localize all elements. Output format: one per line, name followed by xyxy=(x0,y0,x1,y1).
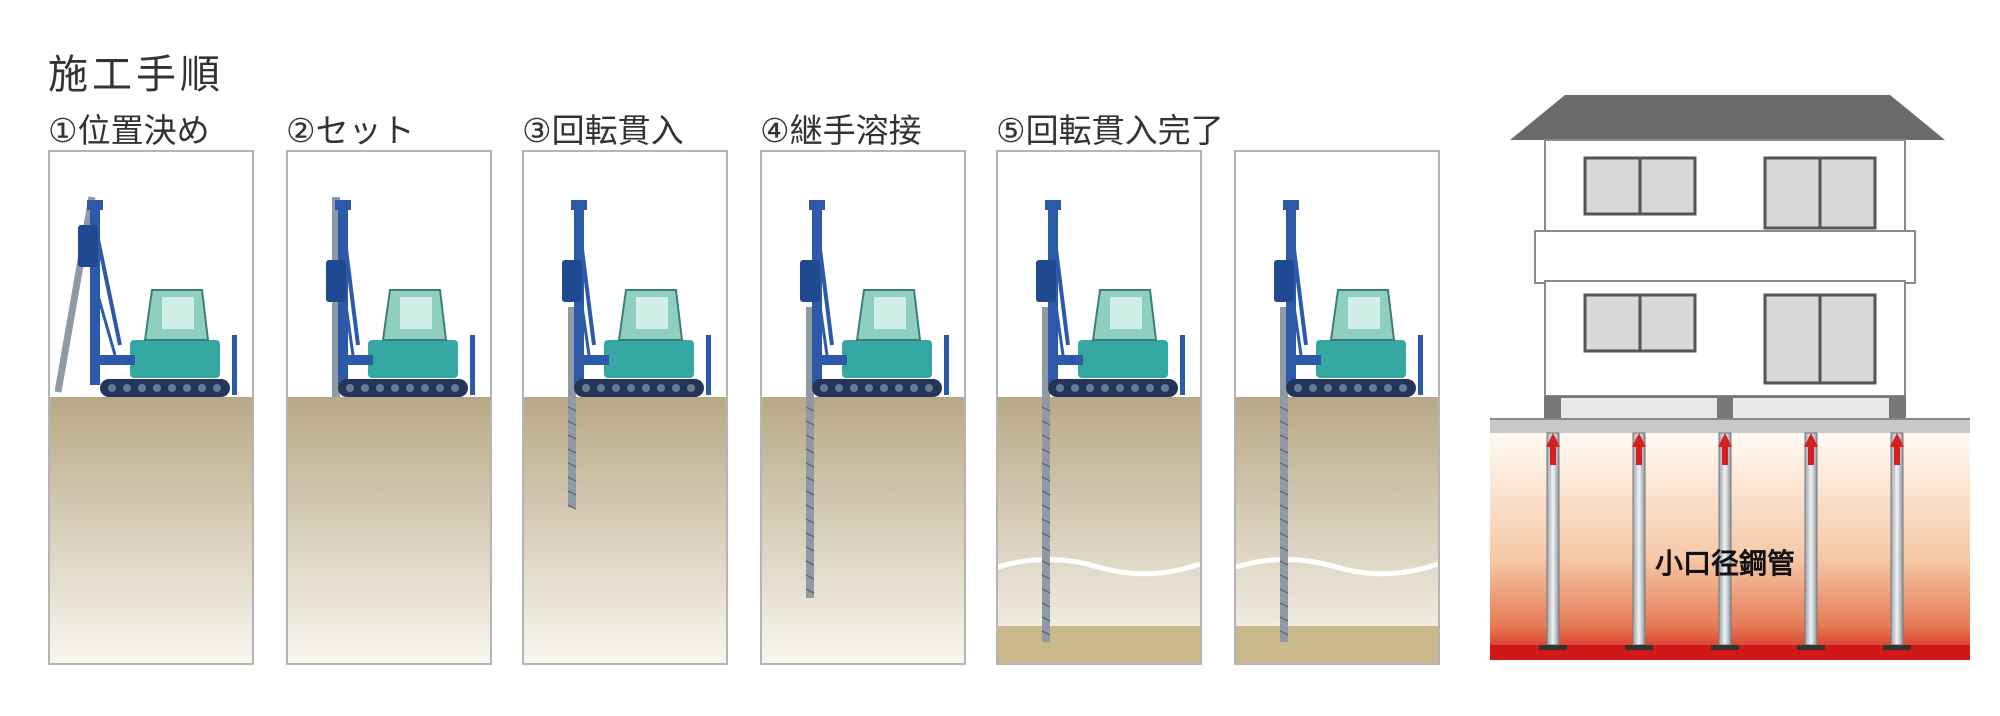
step-label-4: ④継手溶接 xyxy=(760,111,922,150)
bearing-layer-boundary xyxy=(1236,557,1438,577)
window xyxy=(1583,156,1877,385)
steel-pile-2 xyxy=(1625,432,1653,650)
house-foundation-illustration: 小口径鋼管 xyxy=(1490,85,1970,670)
title: 施工手順 xyxy=(48,52,224,98)
house-band xyxy=(1534,230,1916,284)
step-panel-1 xyxy=(48,150,254,665)
bearing-layer-boundary xyxy=(998,557,1200,577)
step-panel-2 xyxy=(286,150,492,665)
step-label-5: ⑤回転貫入完了 xyxy=(996,111,1224,150)
pile xyxy=(568,307,576,508)
pile xyxy=(1042,307,1050,642)
ground xyxy=(288,397,490,663)
step-panel-5 xyxy=(996,150,1202,665)
pile-label: 小口径鋼管 xyxy=(1655,547,1795,580)
pile xyxy=(806,307,814,598)
step-panel-6 xyxy=(1234,150,1440,665)
ground xyxy=(524,397,726,663)
step-label-2: ②セット xyxy=(286,111,415,150)
ground xyxy=(762,397,964,663)
steel-pile-3 xyxy=(1711,432,1739,650)
step-label-3: ③回転貫入 xyxy=(522,111,684,150)
steel-pile-4 xyxy=(1797,432,1825,650)
ground xyxy=(50,397,252,663)
step-label-1: ①位置決め xyxy=(48,111,210,150)
steel-pile-1 xyxy=(1539,432,1567,650)
bearing-layer xyxy=(998,626,1200,663)
bearing-layer xyxy=(1236,626,1438,663)
ground xyxy=(998,397,1200,663)
roof xyxy=(1510,95,1945,140)
ground xyxy=(1236,397,1438,663)
step-panel-3 xyxy=(522,150,728,665)
step-panel-4 xyxy=(760,150,966,665)
pile xyxy=(1280,307,1288,642)
gravel-layer xyxy=(1490,419,1970,433)
steel-pile-5 xyxy=(1883,432,1911,650)
